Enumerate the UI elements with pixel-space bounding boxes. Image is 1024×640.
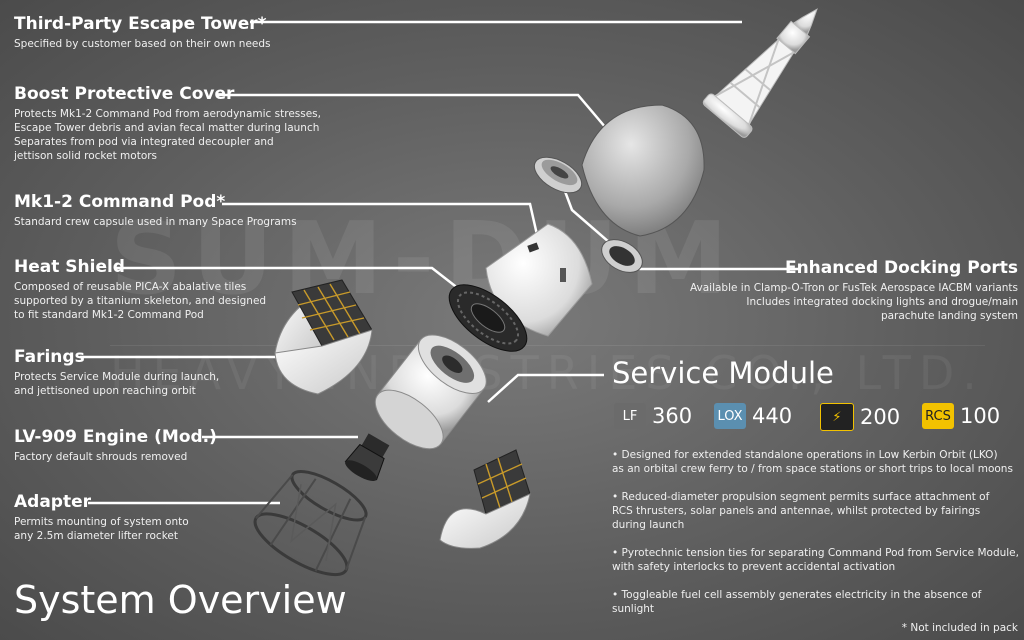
lightning-icon: ⚡: [820, 403, 854, 431]
label-adapter: Adapter Permits mounting of system onto …: [14, 492, 189, 543]
lf-badge: LF: [614, 403, 646, 429]
escape-tower-title: Third-Party Escape Tower*: [14, 14, 267, 34]
label-heat-shield: Heat Shield Composed of reusable PICA-X …: [14, 257, 266, 322]
service-module-bullets: • Designed for extended standalone opera…: [612, 448, 1020, 630]
engine-desc: Factory default shrouds removed: [14, 451, 188, 463]
label-boost-cover: Boost Protective Cover Protects Mk1-2 Co…: [14, 84, 321, 163]
service-module-body: [374, 334, 487, 450]
adapter-desc: Permits mounting of system onto any 2.5m…: [14, 516, 189, 542]
label-escape-tower: Third-Party Escape Tower* Specified by c…: [14, 14, 271, 51]
adapter: [253, 470, 368, 577]
stat-rcs: RCS 100: [922, 403, 1000, 429]
boost-cover: [581, 104, 705, 237]
watermark-company: HEAVY INDUSTRIES CO., LTD.: [110, 345, 985, 400]
docking-port-upper: [533, 156, 583, 194]
adapter-title: Adapter: [14, 492, 92, 512]
label-docking-ports: Enhanced Docking Ports Available in Clam…: [690, 258, 1018, 323]
heat-shield: [448, 284, 528, 352]
faring-upper: [274, 279, 373, 395]
lf-value: 360: [652, 404, 693, 428]
leader-service-module: [487, 373, 604, 403]
escape-tower-desc: Specified by customer based on their own…: [14, 38, 271, 50]
lv909-engine: [344, 433, 390, 481]
bullet-item: • Toggleable fuel cell assembly generate…: [612, 589, 982, 615]
rcs-value: 100: [960, 404, 1001, 428]
docking-port-lower: [601, 239, 643, 273]
command-pod-title: Mk1-2 Command Pod*: [14, 192, 226, 212]
leader-boost-cover: [218, 93, 607, 129]
bullet-item: • Reduced-diameter propulsion segment pe…: [612, 491, 990, 531]
lox-badge: LOX: [714, 403, 746, 429]
farings-desc: Protects Service Module during launch, a…: [14, 371, 220, 397]
command-pod-desc: Standard crew capsule used in many Space…: [14, 216, 297, 228]
service-module-title: Service Module: [612, 356, 834, 390]
docking-ports-desc: Available in Clamp-O-Tron or FusTek Aero…: [689, 282, 1018, 322]
bullet-item: • Pyrotechnic tension ties for separatin…: [612, 547, 1019, 573]
faring-lower: [439, 449, 531, 549]
leader-docking-ports: [558, 177, 800, 271]
stat-lox: LOX 440: [714, 403, 792, 429]
engine-title: LV-909 Engine (Mod.): [14, 427, 217, 447]
electric-value: 200: [860, 405, 901, 429]
lox-value: 440: [752, 404, 793, 428]
bullet-item: • Designed for extended standalone opera…: [612, 449, 1013, 475]
escape-tower: [702, 8, 818, 138]
rcs-badge: RCS: [922, 403, 954, 429]
system-overview-title: System Overview: [14, 578, 347, 622]
label-command-pod: Mk1-2 Command Pod* Standard crew capsule…: [14, 192, 297, 229]
heat-shield-title: Heat Shield: [14, 257, 125, 277]
heat-shield-desc: Composed of reusable PICA-X abalative ti…: [14, 281, 267, 321]
footnote: * Not included in pack: [901, 622, 1018, 634]
stat-electric: ⚡ 200: [820, 403, 900, 431]
boost-cover-desc: Protects Mk1-2 Command Pod from aerodyna…: [14, 108, 321, 162]
docking-ports-title: Enhanced Docking Ports: [784, 258, 1018, 278]
command-pod: [485, 223, 593, 337]
farings-title: Farings: [14, 347, 85, 367]
boost-cover-title: Boost Protective Cover: [14, 84, 235, 104]
stat-lf: LF 360: [614, 403, 692, 429]
label-farings: Farings Protects Service Module during l…: [14, 347, 219, 398]
label-engine: LV-909 Engine (Mod.) Factory default shr…: [14, 427, 217, 464]
